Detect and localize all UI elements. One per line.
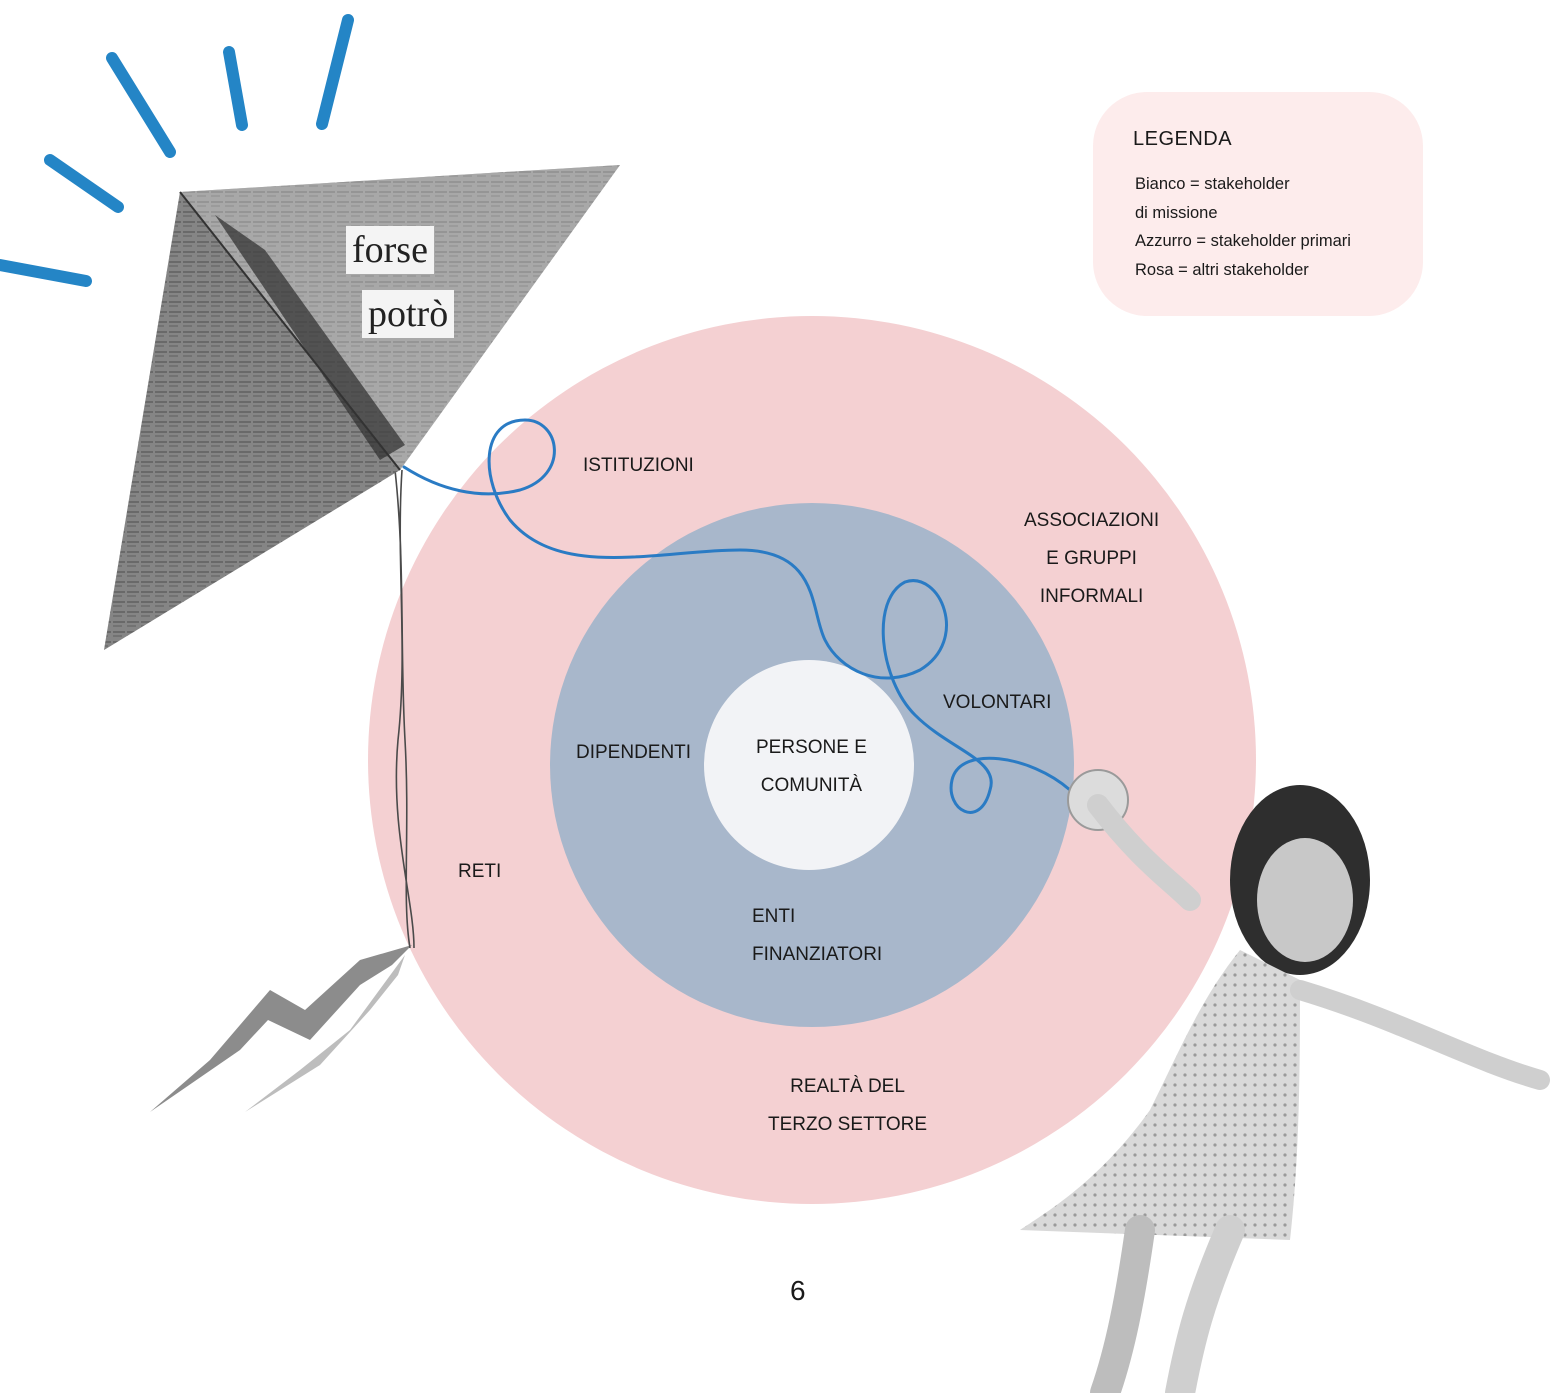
girl-illustration — [1020, 769, 1550, 1393]
label-center-line: PERSONE E — [756, 737, 867, 758]
legend-item: di missione — [1135, 203, 1218, 222]
kite-string-line — [402, 418, 1072, 814]
label-terzo-line: TERZO SETTORE — [768, 1114, 928, 1135]
label-persone-comunita: PERSONE E COMUNITÀ — [756, 729, 867, 805]
kite-word-forse: forse — [346, 226, 434, 274]
legend-item: Azzurro = stakeholder primari — [1135, 232, 1351, 250]
label-enti-line: ENTI — [752, 906, 796, 927]
legend-items: Bianco = stakeholder di missione Azzurro… — [1135, 170, 1351, 284]
label-enti-line: FINANZIATORI — [752, 944, 883, 965]
kite-word-potro: potrò — [362, 290, 455, 338]
kite-strings — [394, 469, 415, 949]
label-associazioni-line: INFORMALI — [1039, 586, 1144, 607]
legend-item: Rosa = altri stakeholder — [1135, 260, 1309, 279]
kite-tail-icon — [150, 945, 412, 1112]
legend-item: Bianco = stakeholder — [1135, 175, 1290, 193]
label-associazioni-line: ASSOCIAZIONI — [1024, 510, 1160, 531]
label-terzo-line: REALTÀ DEL — [790, 1076, 905, 1097]
label-center-line: COMUNITÀ — [760, 775, 863, 796]
page-number: 6 — [790, 1275, 806, 1306]
label-istituzioni: ISTITUZIONI — [583, 455, 694, 476]
sun-rays-icon — [0, 14, 354, 287]
label-dipendenti: DIPENDENTI — [576, 742, 692, 763]
legend-box: LEGENDA Bianco = stakeholder di missione… — [1093, 92, 1423, 316]
label-associazioni-line: E GRUPPI — [1046, 548, 1137, 569]
label-enti-finanziatori: ENTI FINANZIATORI — [752, 898, 882, 974]
center-circle — [704, 660, 914, 870]
legend-title: LEGENDA — [1133, 128, 1233, 150]
label-volontari: VOLONTARI — [943, 692, 1052, 713]
label-reti: RETI — [458, 861, 502, 882]
label-associazioni: ASSOCIAZIONI E GRUPPI INFORMALI — [1024, 502, 1159, 616]
label-terzo-settore: REALTÀ DEL TERZO SETTORE — [768, 1068, 927, 1144]
